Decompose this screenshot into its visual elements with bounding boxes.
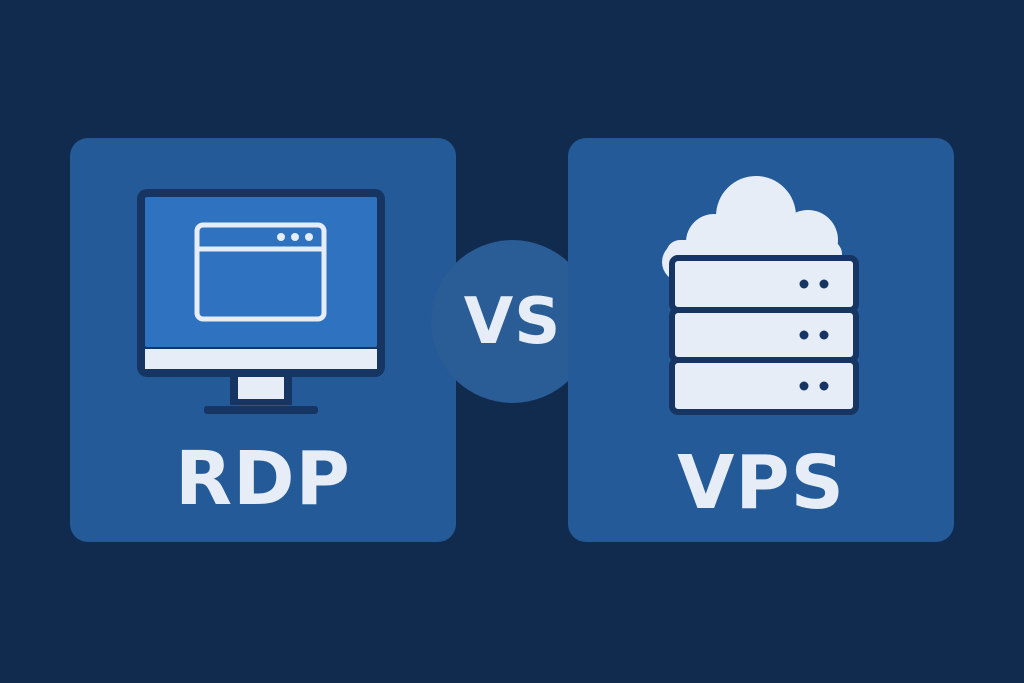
rdp-label: RDP bbox=[175, 436, 351, 522]
desktop-monitor-icon bbox=[137, 189, 385, 414]
cloud-server-icon bbox=[662, 176, 859, 415]
vs-label: VS bbox=[463, 284, 562, 359]
rdp-card: RDP bbox=[70, 138, 456, 542]
vps-label: VPS bbox=[677, 440, 845, 526]
vps-card: VPS bbox=[568, 138, 954, 542]
vs-badge: VS bbox=[431, 240, 594, 403]
